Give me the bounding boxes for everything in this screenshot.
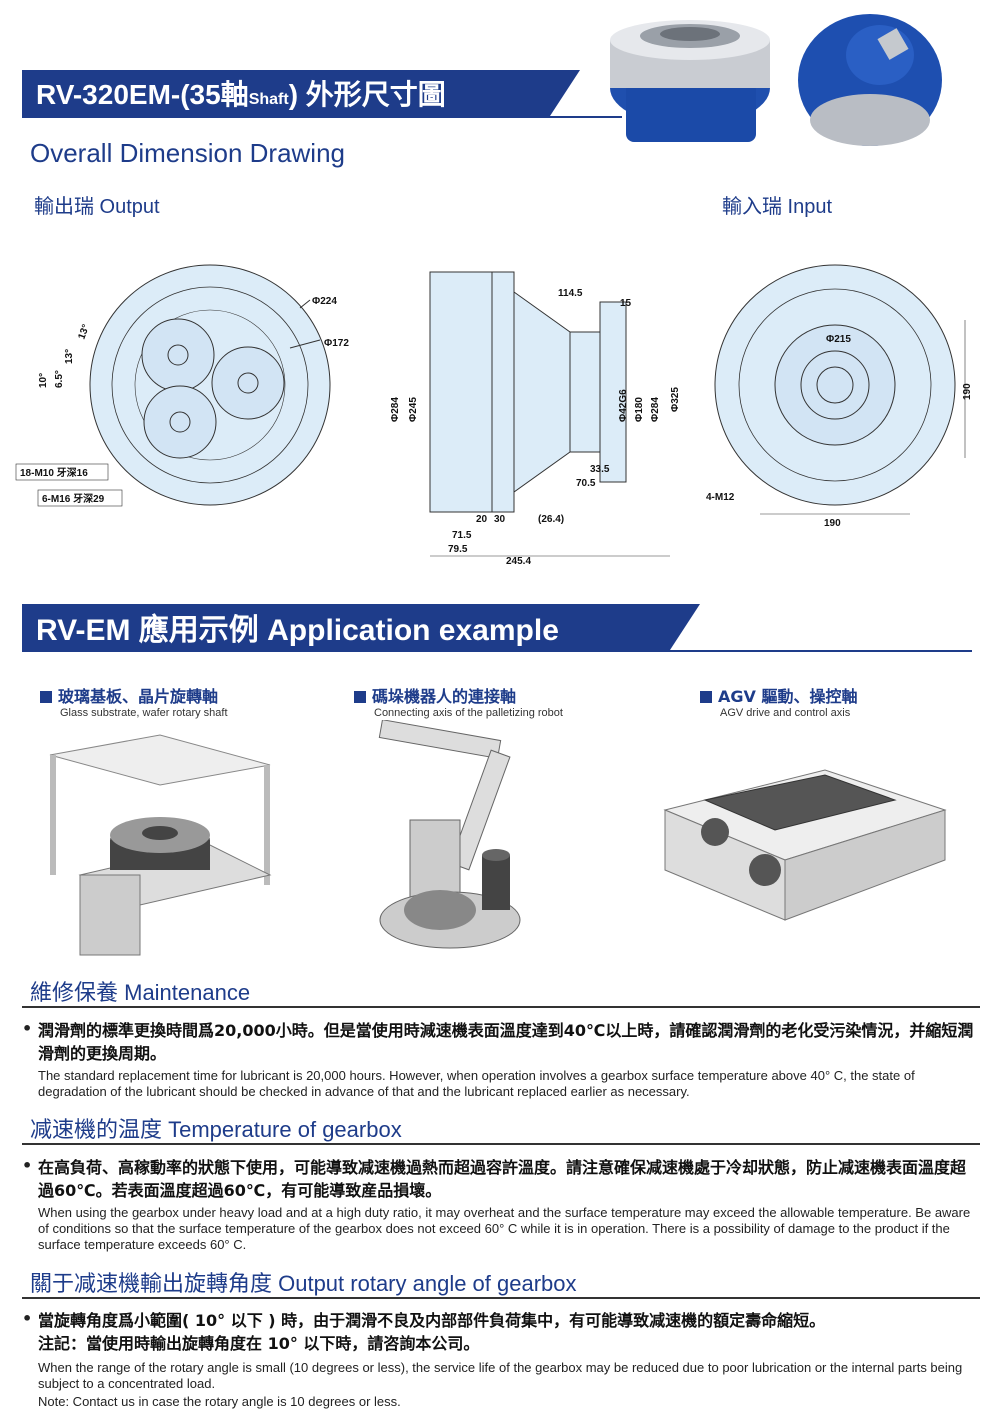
temperature-rule xyxy=(22,1143,980,1145)
dim-angle-13a: 13° xyxy=(64,349,75,364)
title-banner-tail xyxy=(550,70,580,116)
app-item-agv-zh: AGV 驅動、操控軸 xyxy=(718,687,858,706)
app-item-robot-en: Connecting axis of the palletizing robot xyxy=(374,707,563,719)
dim-angle-10: 10° xyxy=(38,373,49,388)
dim-20: 20 xyxy=(476,514,488,525)
agv-illustration xyxy=(663,769,947,921)
output-label: 輸出瑞 Output xyxy=(34,196,160,218)
dim-79-5: 79.5 xyxy=(448,544,468,555)
dim-6-m16: 6-M16 牙深29 xyxy=(42,492,105,505)
rotary-title: 關于减速機輸出旋轉角度 Output rotary angle of gearb… xyxy=(30,1271,577,1296)
dim-18-m10: 18-M10 牙深16 xyxy=(20,466,88,479)
dim-d224: Φ224 xyxy=(312,296,337,307)
dim-245-4: 245.4 xyxy=(506,556,531,567)
square-bullet-icon xyxy=(700,691,712,703)
square-bullet-icon xyxy=(40,691,52,703)
input-label: 輸入瑞 Input xyxy=(722,196,833,218)
glass-rotary-illustration xyxy=(49,734,272,956)
app-item-agv: AGV 驅動、操控軸 AGV drive and control axis xyxy=(700,683,990,719)
maintenance-en: The standard replacement time for lubric… xyxy=(38,1068,915,1099)
page-title: RV-320EM-(35軸Shaft) 外形尺寸圖 xyxy=(36,79,446,110)
dim-d325: Φ325 xyxy=(670,387,681,412)
dim-4-m12: 4-M12 xyxy=(706,492,735,503)
rotary-bullet: • xyxy=(22,1309,33,1328)
rotary-en: When the range of the rotary angle is sm… xyxy=(38,1360,963,1391)
dim-d215: Φ215 xyxy=(826,334,851,345)
maintenance-zh: 潤滑劑的標準更換時間爲20,000小時。但是當使用時減速機表面溫度達到40℃以上… xyxy=(38,1021,974,1063)
dim-71-5: 71.5 xyxy=(452,530,472,541)
maintenance-title: 維修保養 Maintenance xyxy=(30,980,251,1005)
app-item-agv-en: AGV drive and control axis xyxy=(720,707,851,719)
dim-114-5: 114.5 xyxy=(558,288,583,299)
temperature-zh: 在高負荷、高稼動率的狀態下使用，可能導致减速機過熱而超過容許溫度。請注意確保减速… xyxy=(38,1158,967,1200)
square-bullet-icon xyxy=(354,691,366,703)
app-item-glass-zh: 玻璃基板、晶片旋轉軸 xyxy=(58,687,219,706)
side-section-drawing: 114.5 15 Φ284 Φ245 Φ42G6 Φ180 Φ284 Φ325 … xyxy=(390,271,681,567)
title-banner: RV-320EM-(35軸Shaft) 外形尺寸圖 xyxy=(22,70,550,116)
palletizing-robot-illustration xyxy=(378,720,521,949)
application-rule xyxy=(22,650,972,652)
app-item-robot-zh: 碼垛機器人的連接軸 xyxy=(372,687,517,706)
temperature-bullet: • xyxy=(22,1156,33,1175)
temperature-en: When using the gearbox under heavy load … xyxy=(38,1205,971,1252)
dim-26-4: (26.4) xyxy=(538,514,564,525)
product-photo-back xyxy=(798,14,942,146)
input-side-drawing: Φ215 190 190 4-M12 xyxy=(706,264,973,529)
app-item-glass-en: Glass substrate, wafer rotary shaft xyxy=(60,707,228,719)
page-subtitle: Overall Dimension Drawing xyxy=(30,138,345,168)
dim-d180: Φ180 xyxy=(634,397,645,422)
application-banner: RV-EM 應用示例 Application example xyxy=(22,604,670,650)
dim-70-5: 70.5 xyxy=(576,478,596,489)
dim-angle-13b: 13° xyxy=(76,323,92,341)
application-banner-tail xyxy=(670,604,700,650)
dim-190-horizontal: 190 xyxy=(824,518,841,529)
dim-angle-6-5: 6.5° xyxy=(54,370,65,388)
dim-30: 30 xyxy=(494,514,506,525)
rotary-zh-2: 注記：當使用時輸出旋轉角度在 10° 以下時，請咨詢本公司。 xyxy=(38,1334,480,1353)
dim-190-vertical: 190 xyxy=(962,383,973,400)
app-item-glass: 玻璃基板、晶片旋轉軸 Glass substrate, wafer rotary… xyxy=(40,683,340,719)
dim-33-5: 33.5 xyxy=(590,464,610,475)
application-title: RV-EM 應用示例 Application example xyxy=(36,614,559,647)
dim-d245: Φ245 xyxy=(408,397,419,422)
dim-d172: Φ172 xyxy=(324,338,349,349)
rotary-zh-1: 當旋轉角度爲小範圍( 10° 以下 ) 時，由于潤滑不良及内部部件負荷集中，有可… xyxy=(38,1311,826,1330)
dim-d284-left: Φ284 xyxy=(390,397,401,422)
temperature-title: 减速機的温度 Temperature of gearbox xyxy=(30,1117,402,1142)
maintenance-bullet: • xyxy=(22,1019,33,1038)
rotary-rule xyxy=(22,1297,980,1299)
dim-d284-right: Φ284 xyxy=(650,397,661,422)
output-side-drawing: Φ224 Φ172 10° 6.5° 13° 13° 18-M10 牙深16 6… xyxy=(15,264,349,507)
dim-d42g6: Φ42G6 xyxy=(618,389,629,422)
maintenance-rule xyxy=(22,1006,980,1008)
title-rule xyxy=(22,116,622,118)
app-item-robot: 碼垛機器人的連接軸 Connecting axis of the palleti… xyxy=(354,683,654,719)
dim-15: 15 xyxy=(620,298,632,309)
rotary-en-note: Note: Contact us in case the rotary angl… xyxy=(38,1394,401,1409)
product-photo-front xyxy=(610,20,770,142)
